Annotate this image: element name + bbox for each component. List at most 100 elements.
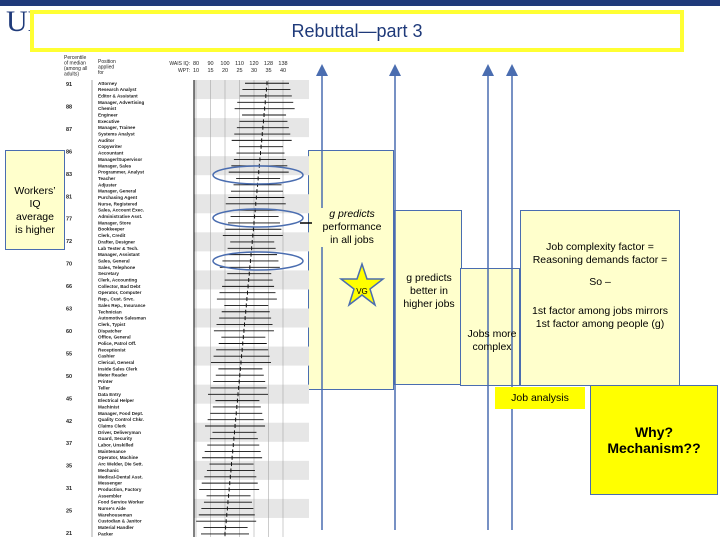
note-line: So – (589, 276, 611, 288)
position-label: Manager/Supervisor (98, 157, 142, 162)
position-label: Manager, Store (98, 220, 131, 225)
position-label: Sales, Telephone (98, 265, 136, 270)
position-label: Adjuster (98, 182, 117, 187)
wais-tick-label: 90 (207, 61, 213, 67)
note-line: in all jobs (330, 234, 374, 246)
note-line: g predicts (406, 272, 452, 284)
position-label: Assembler (98, 493, 122, 498)
position-label: Printer (98, 379, 113, 384)
header-percentile-label: (among all (64, 66, 87, 72)
wpt-tick-label: 25 (236, 68, 242, 74)
position-label: Manager, Assistant (98, 252, 140, 257)
note-line: 1st factor among people (g) (535, 318, 665, 330)
highlight-ellipses (212, 165, 304, 271)
position-label: Auditor (98, 138, 115, 143)
wais-tick-label: 100 (220, 61, 229, 67)
position-label: Nurse, Registered (98, 201, 138, 206)
wais-tick-label: 128 (264, 61, 273, 67)
position-label: Labor, Unskilled (98, 443, 134, 448)
position-label: Engineer (98, 112, 118, 117)
position-label: Systems Analyst (98, 132, 135, 137)
panel-step-3 (460, 268, 520, 386)
position-label: Guard, Security (98, 436, 133, 441)
note-line: complex (472, 341, 512, 353)
position-label: Editor & Assistant (98, 93, 138, 98)
position-label: Machinist (98, 404, 120, 409)
position-label: Packer (98, 531, 113, 536)
position-label: Food Service Worker (98, 500, 144, 505)
header-position-label: applied (98, 65, 114, 71)
position-label: Bookkeeper (98, 227, 125, 232)
percentile-label: 35 (66, 464, 72, 470)
note-line: performance (322, 221, 382, 233)
why-line: Mechanism?? (607, 440, 701, 456)
arrows-layer (300, 64, 518, 530)
position-label: Maintenance (98, 449, 126, 454)
slide-title-box: Rebuttal—part 3 (30, 10, 684, 52)
percentile-label: 55 (66, 351, 72, 357)
position-label: Warehouseman (98, 512, 132, 517)
position-label: Data Entry (98, 392, 121, 397)
percentile-label: 87 (66, 127, 72, 133)
why-line: Why? (634, 424, 674, 440)
note-line: better in (410, 285, 448, 297)
position-label: Production, Factory (98, 487, 142, 492)
position-label: Clerk, Credit (98, 233, 126, 238)
position-label: Sales Rep., Insurance (98, 303, 146, 308)
ellipse-highlight (212, 165, 304, 185)
wpt-tick-label: 35 (265, 68, 271, 74)
header-position-label: Position (98, 59, 116, 65)
position-label: Collector, Bad Debt (98, 284, 141, 289)
position-label: Mechanic (98, 468, 119, 473)
position-label: Clerk, Accounting (98, 278, 137, 283)
position-label: Claims Clerk (98, 424, 126, 429)
percentile-label: 70 (66, 262, 72, 268)
position-label: Arc Welder, Die Sett. (98, 462, 143, 467)
top-bar (0, 0, 720, 6)
percentile-label: 91 (66, 82, 72, 88)
position-label: Medical-Dental Asst. (98, 474, 143, 479)
position-label: Receptionist (98, 347, 126, 352)
percentile-label: 72 (66, 239, 72, 245)
position-label: Office, General (98, 335, 131, 340)
position-label: Quality Control Chkr. (98, 417, 144, 422)
position-label: Clerk, Typist (98, 322, 126, 327)
percentile-label: 31 (66, 486, 72, 492)
wpt-tick-label: 30 (251, 68, 257, 74)
panel-job-complexity (520, 210, 680, 386)
position-label: Teller (98, 385, 110, 390)
position-label: Manager, Trainee (98, 125, 136, 130)
position-label: Sales, General (98, 258, 130, 263)
position-label: Manager, General (98, 189, 136, 194)
position-label: Lab Tester & Tech. (98, 246, 138, 251)
ellipse-highlight (212, 251, 304, 271)
header-percentile-label: Percentile (64, 55, 86, 61)
wais-tick-label: 138 (278, 61, 287, 67)
header-wais-label: WAIS IQ: (169, 61, 190, 67)
position-label: Administrative Asst. (98, 214, 142, 219)
position-label: Copywriter (98, 144, 122, 149)
position-label: Operator, Computer (98, 290, 142, 295)
position-label: Rep., Cust. Srvc. (98, 297, 135, 302)
position-label: Accountant (98, 151, 124, 156)
position-label: Teacher (98, 176, 115, 181)
percentile-label: 21 (66, 531, 72, 537)
wais-tick-label: 120 (249, 61, 258, 67)
note-line: Jobs more (467, 328, 517, 340)
position-label: Driver, Deliveryman (98, 430, 141, 435)
percentile-label: 37 (66, 441, 72, 447)
percentile-label: 45 (66, 396, 72, 402)
percentile-label: 25 (66, 509, 72, 515)
header-percentile-label: of median (64, 61, 86, 67)
position-label: Secretary (98, 271, 119, 276)
position-label: Purchasing Agent (98, 195, 138, 200)
position-label: Inside Sales Clerk (98, 366, 138, 371)
note-line: g predicts (329, 208, 375, 220)
why-mechanism-box: Why? Mechanism?? (590, 385, 718, 495)
percentile-label: 60 (66, 329, 72, 335)
percentile-label: 42 (66, 419, 72, 425)
wais-tick-label: 110 (235, 61, 244, 67)
position-label: Research Analyst (98, 87, 137, 92)
